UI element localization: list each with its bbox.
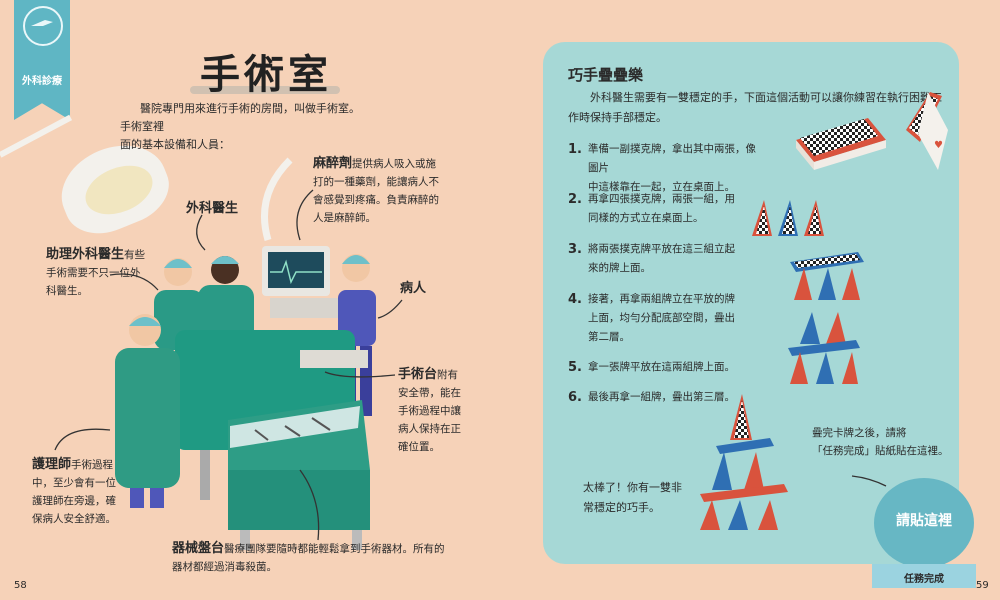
card-tower-final [700, 394, 788, 530]
label-anesthetic: 麻醉劑提供病人吸入或施 打的一種藥劑，能讓病人不 會感覺到疼痛。負責麻醉的 人是… [313, 156, 439, 224]
label-operating-table: 手術台附有 安全帶，能在 手術過程中讓 病人保持在正 確位置。 [398, 367, 461, 453]
sticker-placeholder[interactable] [874, 478, 974, 568]
label-surgeon: 外科醫生 [186, 201, 239, 216]
congrats-text: 太棒了！你有一雙非 常穩定的巧手。 [583, 481, 682, 514]
section-bookmark: 外科診療 [14, 0, 70, 120]
label-assistant-surgeon: 助理外科醫生有些 手術需要不只一位外 科醫生。 [46, 247, 146, 297]
page-number-left: 58 [14, 580, 27, 591]
card-pair-step1: ♥ [906, 92, 948, 170]
card-stack-step3 [790, 252, 864, 300]
step-4: 4. 接著，再拿兩組牌立在平放的牌上面，均勻分配底部空間，疊出第二層。 [568, 292, 735, 343]
mission-complete-label: 任務完成 [904, 574, 944, 585]
section-label: 外科診療 [22, 76, 62, 87]
sticker-instruction: 疊完卡牌之後，請將 「任務完成」貼紙貼在這裡。 [812, 427, 949, 457]
mission-complete-ribbon [872, 564, 976, 588]
activity-title: 巧手疊疊樂 [568, 66, 644, 84]
step-6: 6. 最後再拿一組牌，疊出第三層。 [568, 390, 735, 405]
operating-room-illustration [54, 157, 403, 550]
label-nurse: 護理師手術過程 中，至少會有一位 護理師在旁邊，確 保病人安全舒適。 [32, 457, 116, 525]
step-3: 3. 將兩張撲克牌平放在這三組立起來的牌上面。 [568, 242, 735, 274]
intro-text: 醫院專門用來進行手術的房間，叫做手術室。手術室裡 面的基本設備和人員： [120, 102, 360, 151]
card-pairs-step2 [752, 200, 824, 236]
label-instrument-tray: 器械盤台醫療團隊要隨時都能輕鬆拿到手術器材。所有的 器材都經過消毒殺菌。 [172, 541, 445, 573]
svg-text:♥: ♥ [934, 140, 943, 151]
page-title: 手術室 [200, 52, 332, 98]
sticker-arrow [851, 475, 887, 487]
nurse-figure [115, 348, 180, 488]
title-underline [190, 86, 340, 94]
sticker-placeholder-label: 請貼這裡 [896, 513, 952, 529]
operating-table [300, 350, 368, 368]
step-1: 1. 準備一副撲克牌，拿出其中兩張，像圖片中這樣靠在一起，立在桌面上。 [568, 142, 756, 193]
card-stack-step4 [788, 312, 860, 384]
page-number-right: 59 [976, 580, 989, 591]
activity-intro: 外科醫生需要有一雙穩定的手，下面這個活動可以讓你練習在執行困難工作時保持手部穩定… [568, 91, 942, 124]
step-5: 5. 拿一張牌平放在這兩組牌上面。 [568, 360, 735, 375]
scalpel-icon [23, 6, 63, 46]
step-2: 2. 再拿四張撲克牌，兩張一組，用同樣的方式立在桌面上。 [568, 192, 735, 224]
card-deck [796, 118, 886, 170]
label-patient: 病人 [400, 281, 427, 296]
